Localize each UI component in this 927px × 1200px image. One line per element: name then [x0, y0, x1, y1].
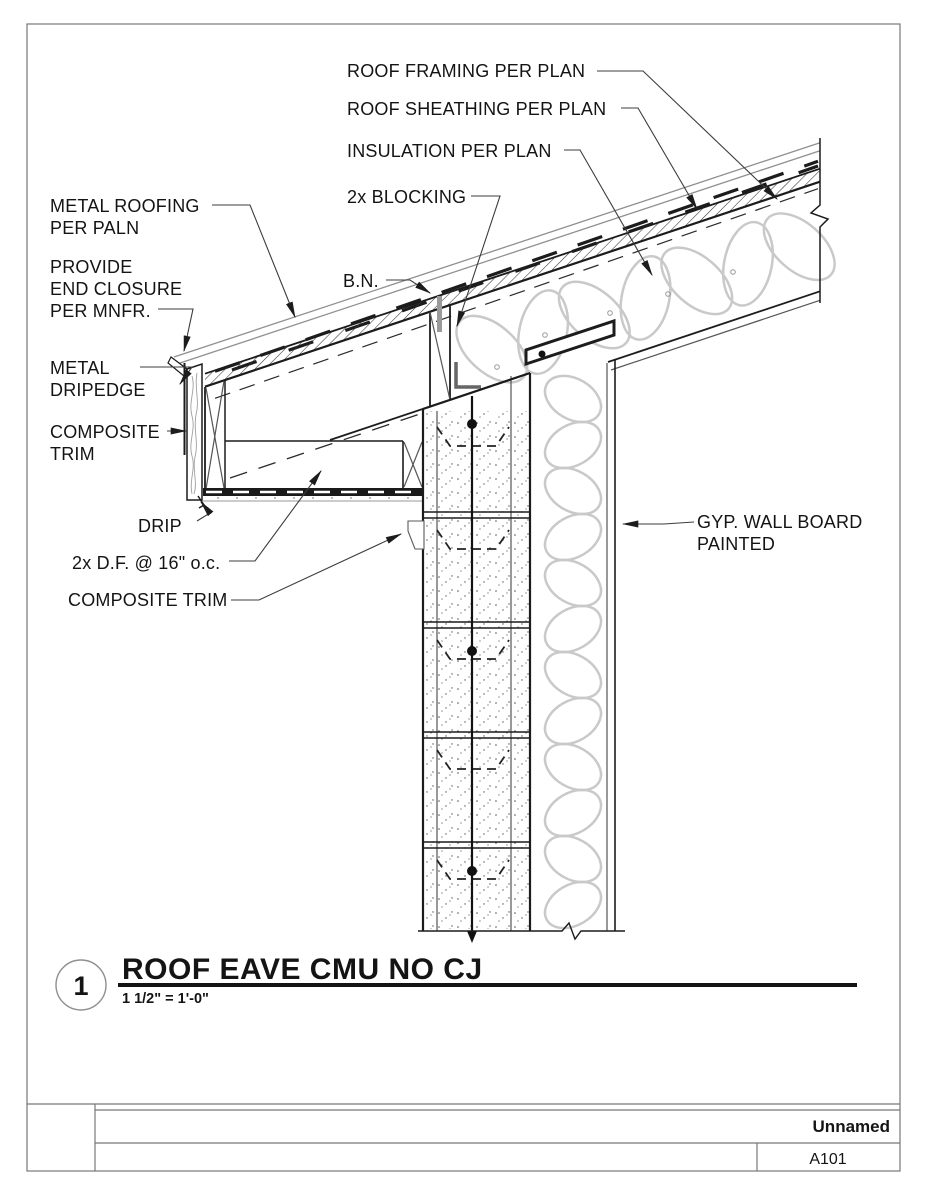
title-underline [118, 983, 857, 987]
leader-roof-sheathing [621, 107, 698, 211]
callout-end-closure-3: PER MNFR. [50, 301, 151, 321]
leader-drip [196, 501, 214, 522]
callout-composite-fascia-1: COMPOSITE [50, 422, 160, 442]
leader-blocking [456, 195, 501, 328]
callout-roof-framing: ROOF FRAMING PER PLAN [347, 61, 585, 81]
detail-number-bubble [55, 959, 107, 1011]
soffit-wall-trim [407, 520, 425, 550]
roof-break-line [809, 138, 830, 303]
insulation-fastener-marks [494, 269, 736, 370]
leader-composite-trim-soffit [231, 533, 403, 601]
callout-gyp-2: PAINTED [697, 534, 775, 554]
roof-sheathing-hatch [205, 168, 820, 387]
rebar-break-tip [467, 931, 477, 943]
detail-number: 1 [73, 971, 88, 1001]
sheet-number: A101 [809, 1151, 846, 1168]
leader-gyp [621, 520, 695, 528]
top-plate [524, 318, 616, 367]
sheet-name: Unnamed [813, 1117, 890, 1136]
wall-insulation-batt [543, 374, 603, 930]
leader-df-framing [229, 470, 322, 562]
eave-assembly [167, 356, 424, 509]
callout-dripedge-2: DRIPEDGE [50, 380, 146, 400]
callout-labels: ROOF FRAMING PER PLAN ROOF SHEATHING PER… [50, 61, 862, 610]
callout-composite-soffit: COMPOSITE TRIM [68, 590, 227, 610]
leader-insulation [564, 149, 653, 277]
callout-blocking: 2x BLOCKING [347, 187, 466, 207]
detail-scale: 1 1/2" = 1'-0" [122, 991, 209, 1007]
callout-metal-roofing-2: PER PALN [50, 218, 139, 238]
callout-composite-fascia-2: TRIM [50, 444, 95, 464]
leader-roof-framing [597, 70, 778, 200]
gyp-board [606, 360, 616, 931]
wall-line-blocking [429, 296, 481, 407]
callout-dripedge-1: METAL [50, 358, 110, 378]
soffit-trim-board [203, 488, 423, 496]
leader-metal-roofing [212, 204, 296, 319]
callout-end-closure-1: PROVIDE [50, 257, 132, 277]
metal-strap [437, 296, 442, 332]
cmu-wall [421, 371, 532, 943]
callout-drip: DRIP [138, 516, 182, 536]
grout-stipple [425, 411, 529, 929]
callout-gyp-1: GYP. WALL BOARD [697, 512, 862, 532]
fascia-board [186, 362, 203, 501]
leader-lines [140, 70, 778, 601]
callout-metal-roofing-1: METAL ROOFING [50, 196, 200, 216]
callout-roof-sheathing: ROOF SHEATHING PER PLAN [347, 99, 606, 119]
callout-df-framing: 2x D.F. @ 16" o.c. [72, 553, 220, 573]
callout-bn: B.N. [343, 271, 379, 291]
roof-eave-detail [167, 138, 836, 943]
callout-insulation: INSULATION PER PLAN [347, 141, 552, 161]
leader-dripedge [140, 366, 194, 385]
detail-title: ROOF EAVE CMU NO CJ [122, 953, 483, 986]
callout-end-closure-2: END CLOSURE [50, 279, 182, 299]
detail-title-block: 1 ROOF EAVE CMU NO CJ 1 1/2" = 1'-0" [55, 953, 857, 1011]
page-border [26, 23, 901, 1172]
wall-break-line [418, 921, 625, 941]
sheet-titleblock [27, 1103, 900, 1171]
clip-angle [454, 362, 481, 389]
leader-end-closure [158, 308, 194, 353]
leader-bn [386, 279, 431, 294]
